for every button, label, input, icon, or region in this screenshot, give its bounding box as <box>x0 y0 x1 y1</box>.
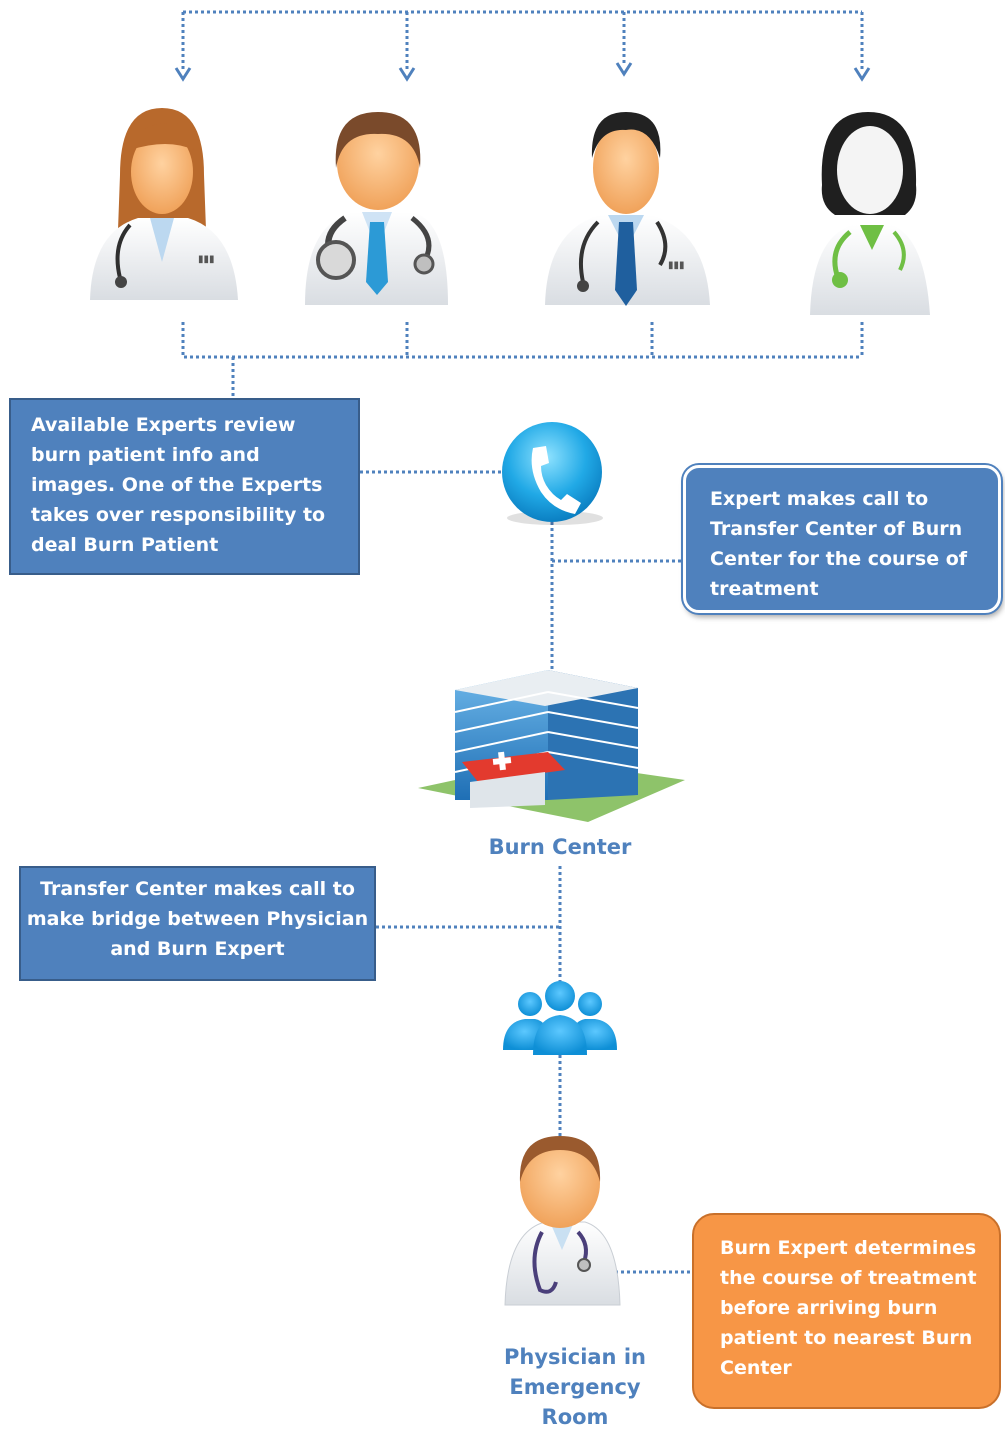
male-doctor-tie-icon: ▮▮▮ <box>545 112 710 306</box>
connectors <box>181 10 864 1274</box>
female-doctor-icon: ▮▮▮ <box>90 108 238 300</box>
bridge-box-text: Transfer Center makes call to make bridg… <box>26 878 369 960</box>
arrow-down-4 <box>853 67 871 82</box>
arrowheads <box>174 62 871 82</box>
treatment-box: Burn Expert determines the course of tre… <box>692 1213 1001 1409</box>
bridge-box: Transfer Center makes call to make bridg… <box>19 866 376 981</box>
group-icon <box>503 981 617 1055</box>
treatment-box-text: Burn Expert determines the course of tre… <box>720 1237 977 1379</box>
hospital-building-icon <box>418 670 685 822</box>
physician-label: Physician in Emergency Room <box>504 1345 646 1429</box>
svg-text:▮▮▮: ▮▮▮ <box>198 254 215 265</box>
arrow-down-2 <box>398 67 416 82</box>
review-box: Available Experts review burn patient in… <box>9 398 360 575</box>
arrow-down-3 <box>615 62 633 77</box>
review-box-text: Available Experts review burn patient in… <box>31 414 326 556</box>
female-doctor-green-icon <box>810 112 930 315</box>
burn-center-label: Burn Center <box>488 835 632 859</box>
top-connector <box>181 10 864 72</box>
call-box: Expert makes call to Transfer Center of … <box>683 465 1001 613</box>
svg-text:▮▮▮: ▮▮▮ <box>668 260 685 271</box>
phone-icon <box>502 422 603 525</box>
physician-icon <box>504 1136 621 1306</box>
arrow-down-1 <box>174 67 192 82</box>
bottom-connector <box>181 322 864 398</box>
male-doctor-stethoscope-icon <box>305 112 448 305</box>
call-box-text: Expert makes call to Transfer Center of … <box>710 488 968 600</box>
